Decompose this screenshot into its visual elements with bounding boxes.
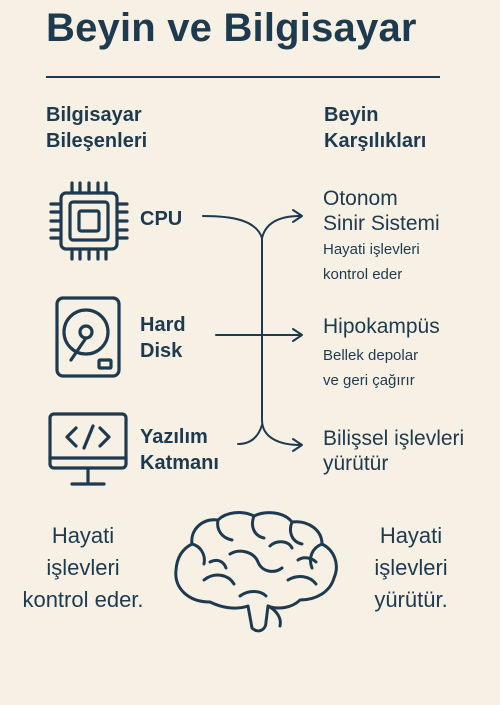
hippocampus-name: Hipokampüs [323, 314, 440, 339]
autonomic-name: Otonom Sinir Sistemi [323, 186, 440, 236]
connector-software [237, 424, 263, 445]
bottom-left-line-3: kontrol eder. [22, 587, 144, 612]
software-label-line-1: Yazılım [140, 426, 208, 448]
cognitive-name-line-1: Bilişsel işlevleri [323, 427, 465, 450]
software-label-line-2: Katmanı [140, 452, 219, 474]
left-header-line-2: Bileşenleri [46, 130, 148, 152]
component-label-hard-disk: Hard Disk [140, 312, 186, 364]
hippocampus-name-line-1: Hipokampüs [323, 315, 440, 338]
autonomic-name-line-1: Otonom [323, 187, 398, 210]
autonomic-name-line-2: Sinir Sistemi [323, 212, 440, 235]
bottom-right-caption: Hayati işlevleri yürütür. [346, 520, 476, 616]
arrowhead-1 [292, 209, 303, 223]
connector-cpu [202, 215, 301, 446]
brain-part-cognitive: Bilişsel işlevleri yürütür [323, 426, 464, 476]
cognitive-name-line-2: yürütür [323, 452, 389, 475]
left-header-line-1: Bilgisayar [46, 104, 142, 126]
brain-part-autonomic: Otonom Sinir Sistemi Hayati işlevleri ko… [323, 186, 440, 287]
right-header-line-2: Karşılıkları [324, 130, 427, 152]
autonomic-description: Hayati işlevleri kontrol eder [323, 237, 440, 287]
bottom-right-line-3: yürütür. [374, 587, 448, 612]
hard-disk-label-line-1: Hard [140, 314, 186, 336]
component-label-cpu: CPU [140, 206, 182, 232]
autonomic-desc-line-2: kontrol eder [323, 266, 403, 283]
arrowhead-3 [292, 438, 303, 452]
code-monitor-icon [48, 412, 128, 486]
cpu-label: CPU [140, 208, 183, 230]
hard-disk-icon [55, 296, 121, 378]
page-title: Beyin ve Bilgisayar [46, 6, 417, 50]
autonomic-desc-line-1: Hayati işlevleri [323, 241, 420, 258]
right-header-line-1: Beyin [324, 104, 379, 126]
bottom-left-line-1: Hayati [51, 523, 115, 548]
connector-trunk-top [261, 215, 301, 239]
hippocampus-desc-line-2: ve geri çağırır [323, 372, 415, 389]
bottom-left-line-2: işlevleri [46, 555, 120, 580]
bottom-right-line-2: işlevleri [374, 555, 448, 580]
cpu-icon [49, 181, 129, 261]
cognitive-name: Bilişsel işlevleri yürütür [323, 426, 464, 476]
bottom-right-line-1: Hayati [379, 523, 443, 548]
brain-part-hippocampus: Hipokampüs Bellek depolar ve geri çağırı… [323, 314, 440, 393]
left-column-header: Bilgisayar Bileşenleri [46, 102, 147, 154]
component-label-software-layer: Yazılım Katmanı [140, 424, 219, 476]
arrowhead-2 [292, 328, 303, 342]
hippocampus-desc-line-1: Bellek depolar [323, 347, 419, 364]
hippocampus-description: Bellek depolar ve geri çağırır [323, 343, 440, 393]
bottom-left-caption: Hayati işlevleri kontrol eder. [8, 520, 158, 616]
right-column-header: Beyin Karşılıkları [324, 102, 426, 154]
hard-disk-label-line-2: Disk [140, 340, 183, 362]
brain-icon [174, 511, 338, 633]
title-divider [46, 76, 440, 78]
